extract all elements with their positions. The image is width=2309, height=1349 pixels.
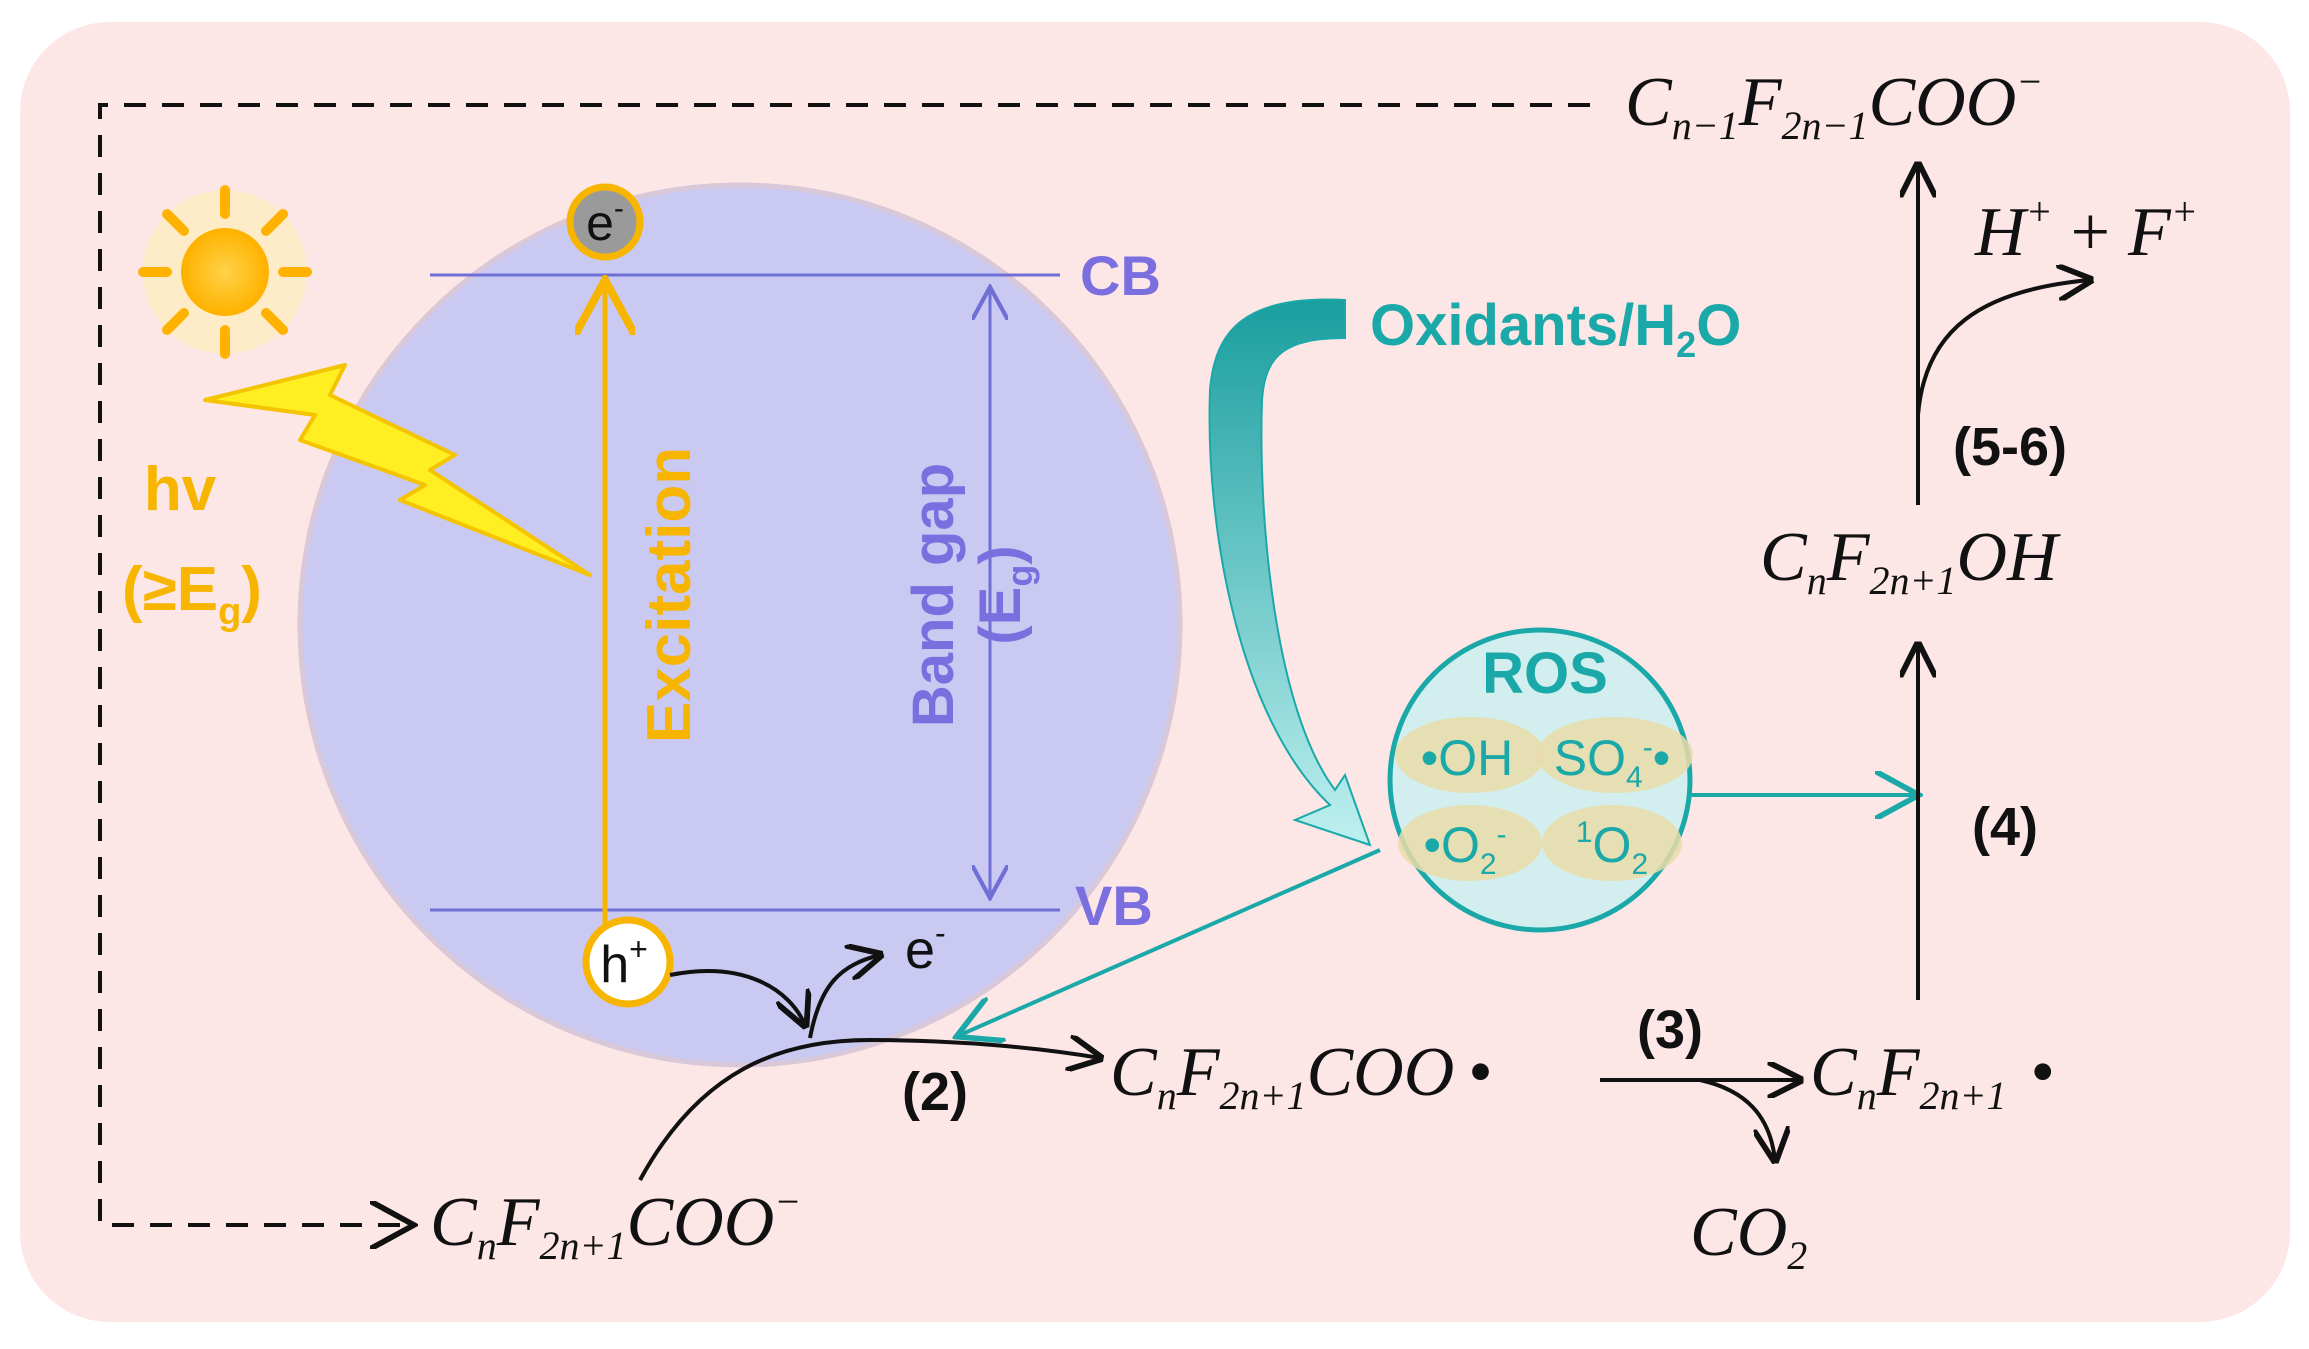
light-energy-condition: (≥Eg) <box>122 555 262 633</box>
electron-label: e- <box>586 192 624 251</box>
hole-circle <box>582 916 674 1008</box>
electron-ejection-arrow <box>808 955 880 1039</box>
ros-blob <box>1537 717 1693 793</box>
oxidants-label: Oxidants/H2O <box>1370 293 1741 365</box>
light-energy-label: hv <box>144 455 217 524</box>
alcohol-formula: CnF2n+1OH <box>1760 519 2061 603</box>
step3-label: (3) <box>1637 1000 1703 1060</box>
cb-label: CB <box>1080 244 1161 307</box>
ros-blob <box>1395 717 1545 793</box>
alkyl-radical-formula: CnF2n+1• <box>1810 1034 2055 1118</box>
electron-circle <box>566 183 644 261</box>
ros-hydroxyl: •OH <box>1421 730 1514 786</box>
step2-arrow <box>638 1040 1100 1181</box>
step2-label: (2) <box>902 1062 968 1122</box>
released-ions: H++F+ <box>1974 189 2198 271</box>
band-gap-symbol: (Eg) <box>968 545 1040 644</box>
vb-label: VB <box>1075 874 1153 937</box>
ejected-electron-label: e- <box>905 915 946 980</box>
ros-blob <box>1398 805 1542 881</box>
shorter-chain-formula: Cn−1F2n−1COO− <box>1625 59 2043 148</box>
ros-title: ROS <box>1482 641 1608 706</box>
hf-release-arrow <box>1916 280 2090 416</box>
lightning-bolt-icon <box>203 363 592 577</box>
hole-label: h+ <box>600 931 648 994</box>
step56-label: (5-6) <box>1953 417 2067 477</box>
pfca-formula: CnF2n+1COO− <box>430 1179 801 1268</box>
co2-formula: CO2 <box>1690 1194 1807 1278</box>
co2-release-arrow <box>1699 1078 1775 1160</box>
ros-singlet-oxygen: 1O2 <box>1576 816 1648 881</box>
oxidants-arrow <box>1208 298 1372 847</box>
hole-transfer-arrow <box>669 969 805 1025</box>
carboxyl-radical-formula: CnF2n+1COO• <box>1110 1034 1493 1118</box>
sun-icon <box>138 185 312 359</box>
ros-sulfate-radical: SO4-• <box>1554 730 1670 794</box>
band-gap-text: Band gap <box>901 463 966 727</box>
step4-label: (4) <box>1972 797 2038 857</box>
ros-superoxide: •O2- <box>1423 817 1506 881</box>
excitation-label: Excitation <box>635 447 704 743</box>
band-gap-label: Band gap (Eg) <box>901 463 1040 727</box>
ros-to-step2-arrow <box>960 848 1381 1035</box>
semiconductor-particle <box>297 182 1183 1068</box>
ros-blob <box>1542 805 1682 881</box>
